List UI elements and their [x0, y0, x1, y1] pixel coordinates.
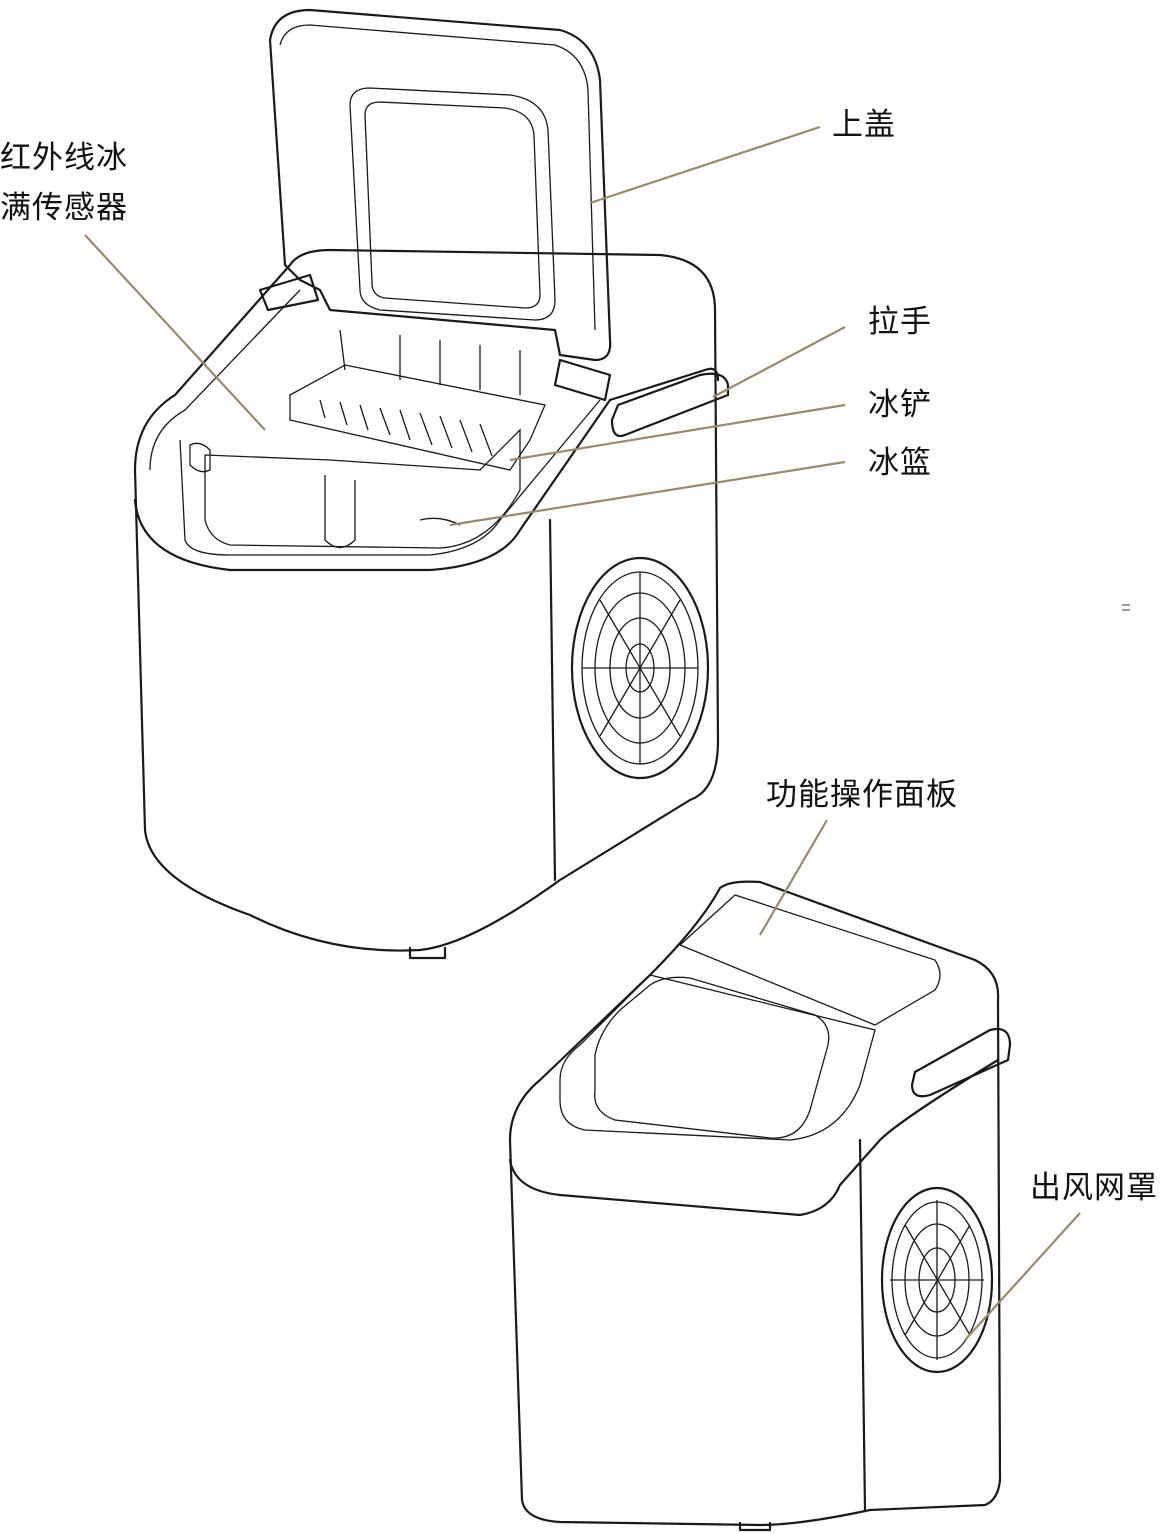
open-ice-maker — [133, 8, 730, 960]
closed-vent-grille — [880, 1186, 994, 1374]
closed-lid-window — [594, 976, 830, 1139]
top-lid — [268, 8, 612, 362]
leader-handle — [712, 326, 846, 398]
leader-ice-scoop — [509, 403, 846, 462]
label-top-lid: 上盖 — [832, 107, 896, 143]
leader-vent-grille — [964, 1212, 1081, 1341]
closed-body — [508, 880, 1002, 1527]
closed-ice-maker — [508, 880, 1012, 1532]
label-handle: 拉手 — [868, 304, 932, 340]
leader-ir-sensor — [84, 234, 266, 431]
open-vent-grille — [570, 556, 710, 780]
ice-scoop — [289, 364, 546, 471]
control-panel — [678, 894, 941, 1026]
leader-ice-basket — [449, 460, 846, 527]
leader-lines — [84, 125, 1081, 1341]
ice-basket — [204, 428, 521, 549]
label-air-vent-grille: 出风网罩 — [1030, 1170, 1158, 1206]
open-handle — [610, 372, 730, 438]
label-ice-basket: 冰篮 — [868, 445, 932, 481]
lid-window — [349, 87, 556, 321]
label-ir-sensor-line2: 满传感器 — [0, 190, 128, 226]
label-ir-sensor-line1: 红外线冰 — [0, 140, 128, 176]
leader-control-panel — [759, 819, 828, 936]
label-ice-scoop: 冰铲 — [868, 387, 932, 423]
open-body — [133, 248, 720, 952]
leader-top-lid — [589, 125, 821, 205]
label-control-panel: 功能操作面板 — [766, 777, 958, 813]
closed-handle — [910, 1027, 1012, 1098]
